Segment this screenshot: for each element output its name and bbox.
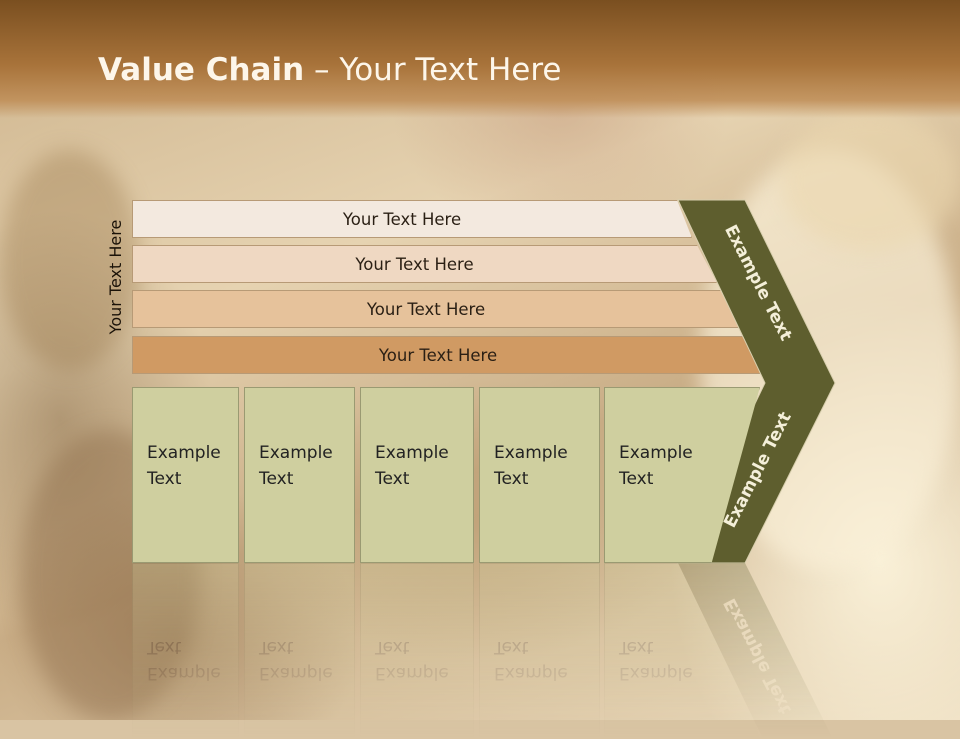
- row-bar-label: Your Text Here: [342, 209, 462, 229]
- row-bar-label: Your Text Here: [366, 299, 486, 319]
- cell-line1: Example: [375, 443, 449, 463]
- slide-title: Value Chain – Your Text Here: [98, 52, 561, 88]
- cell-line1: Example: [619, 443, 693, 463]
- row-bar-label: Your Text Here: [378, 345, 498, 365]
- column-cell-4: Example Text: [479, 387, 600, 563]
- cell-line1: Example: [259, 443, 333, 463]
- row-bar-4: Your Text Here: [132, 336, 764, 374]
- cell-line1: Example: [494, 443, 568, 463]
- cell-line1: Example: [147, 443, 221, 463]
- title-bold: Value Chain: [98, 52, 305, 88]
- row-bar-2: Your Text Here: [132, 245, 717, 283]
- cell-line2: Text: [375, 469, 410, 489]
- title-rest: – Your Text Here: [304, 52, 562, 88]
- cell-line2: Text: [259, 469, 294, 489]
- row-bar-label: Your Text Here: [355, 254, 474, 274]
- title-bar: [0, 0, 960, 118]
- row-bar-1: Your Text Here: [132, 200, 692, 238]
- column-cell-2: Example Text: [244, 387, 355, 563]
- cell-line2: Text: [494, 469, 529, 489]
- column-cell-3: Example Text: [360, 387, 474, 563]
- side-label: Your Text Here: [106, 219, 125, 335]
- cell-line2: Text: [147, 469, 182, 489]
- row-bar-3: Your Text Here: [132, 290, 740, 328]
- cell-line2: Text: [619, 469, 654, 489]
- column-cell-1: Example Text: [132, 387, 239, 563]
